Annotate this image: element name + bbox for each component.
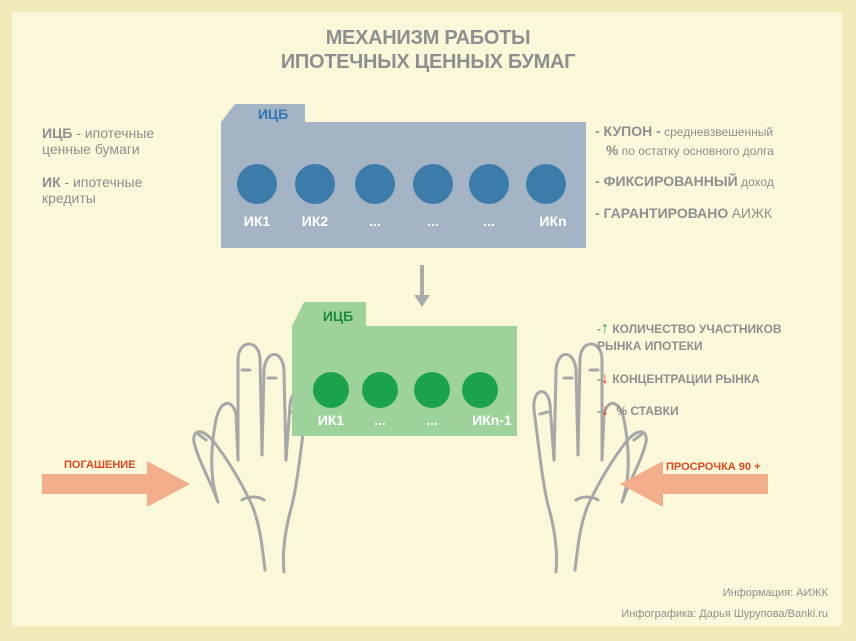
down-arrow-icon [414,265,430,307]
top-mortgage-label: ... [483,213,495,229]
legend-mc-abbr: ИК [42,174,61,190]
infographic-canvas [12,12,842,626]
legend-mc-text-1: - ипотечные [60,174,143,190]
effect-concentration-prefix: - [597,372,601,386]
legend-mc: ИК - ипотечные кредиты [42,174,142,206]
top-mortgage-dot [295,164,335,204]
legend-mbs-abbr: ИЦБ [42,125,73,141]
effect-participants-line-1: КОЛИЧЕСТВО УЧАСТНИКОВ [612,322,782,336]
feature-coupon-pct: % [606,142,619,158]
top-mortgage-label: ИК1 [243,213,271,229]
bottom-mbs-folder: ИЦБ [292,302,517,436]
title-line-1: МЕХАНИЗМ РАБОТЫ [325,27,531,49]
top-folder-shape [221,104,586,248]
top-folder-tab-label: ИЦБ [257,105,289,122]
legend-mbs-text-2: ценные бумаги [42,141,140,157]
feature-coupon-desc: средневзвешенный [664,125,774,139]
bottom-mortgage-dot [313,372,349,408]
feature-fixed: - ФИКСИРОВАННЫЙ доход [595,173,774,189]
overdue-label: ПРОСРОЧКА 90 + [666,461,761,473]
repayment-label: ПОГАШЕНИЕ [64,459,136,471]
up-arrow-icon: ↑ [601,320,609,337]
top-mortgage-label: ... [427,213,439,229]
effect-concentration: -↓ КОНЦЕНТРАЦИИ РЫНКА [597,370,760,388]
down-arrow-red-icon: ↓ [601,370,609,387]
top-mortgage-dot [526,164,566,204]
legend-mc-text-2: кредиты [42,190,96,206]
bottom-mortgage-label: ... [426,412,438,428]
feature-guaranteed-desc: АИЖК [731,205,773,221]
top-mbs-folder: ИЦБ [221,104,586,248]
repayment-arrow-icon [42,461,190,507]
legend-mbs: ИЦБ - ипотечные ценные бумаги [42,125,154,157]
bottom-mortgage-dot [362,372,398,408]
credit-infographic: Инфографика: Дарья Шурупова/Banki.ru [621,608,828,620]
down-arrow-red-icon: ↓ [601,402,609,419]
top-mortgage-label: ИКn [539,213,567,229]
feature-fixed-desc: доход [741,175,774,189]
bottom-folder-tab-label: ИЦБ [322,308,354,324]
top-mortgage-label: ... [369,213,381,229]
effect-rate-prefix: - [597,404,601,418]
bottom-mortgage-dot [414,372,450,408]
overdue-arrow-icon [620,461,768,507]
top-mortgage-dot [237,164,277,204]
effect-participants: -↑ КОЛИЧЕСТВО УЧАСТНИКОВ РЫНКА ИПОТЕКИ [597,320,782,355]
effect-concentration-text: КОНЦЕНТРАЦИИ РЫНКА [612,372,760,386]
top-mortgage-dot [355,164,395,204]
bottom-mortgage-label: ИК1 [317,412,345,428]
feature-coupon-line-2: % по остатку основного долга [606,142,774,158]
bottom-mortgage-dot [462,372,498,408]
feature-guaranteed: - ГАРАНТИРОВАНО АИЖК [595,205,772,221]
top-mortgage-dot [469,164,509,204]
top-mortgage-dot [413,164,453,204]
effect-rate: -↓ % СТАВКИ [597,402,679,420]
feature-guaranteed-label: - ГАРАНТИРОВАНО [595,205,729,221]
feature-coupon-desc-2: по остатку основного долга [621,144,774,158]
bottom-folder-shape [292,302,517,436]
title-line-2: ИПОТЕЧНЫХ ЦЕННЫХ БУМАГ [280,51,576,73]
legend-mbs-text-1: - ипотечные [72,125,155,141]
credit-info: Информация: АИЖК [722,587,828,599]
top-mortgage-label: ИК2 [301,213,329,229]
right-hand-icon [532,342,648,574]
effect-participants-prefix: - [597,322,601,336]
effect-participants-line-2: РЫНКА ИПОТЕКИ [597,339,703,353]
effect-rate-text: % СТАВКИ [616,404,679,418]
bottom-mortgage-label: ... [374,412,386,428]
feature-coupon: - КУПОН - средневзвешенный [595,123,773,139]
feature-coupon-label: - КУПОН - [595,123,661,139]
bottom-mortgage-label: ИКn-1 [472,412,512,428]
feature-fixed-label: - ФИКСИРОВАННЫЙ [595,173,738,189]
